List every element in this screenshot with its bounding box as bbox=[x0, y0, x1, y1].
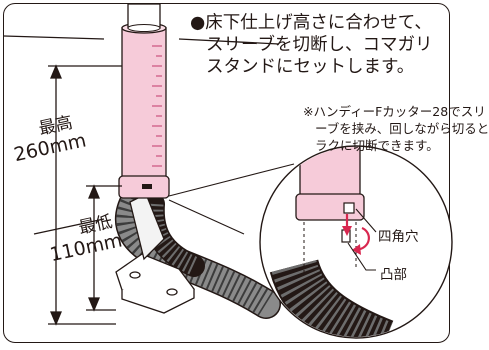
note-line-1: ハンディーFカッター28でスリ bbox=[313, 104, 486, 119]
detail-circle bbox=[259, 145, 453, 339]
koma-gari-stand bbox=[115, 193, 195, 314]
note-mark: ※ bbox=[303, 104, 314, 119]
floor-lines bbox=[3, 35, 280, 235]
note-text: ※ハンディーFカッター28でスリ ーブを挟み、回しながら切ると ラクに切断できま… bbox=[303, 103, 489, 154]
protrusion-label: 凸部 bbox=[380, 267, 407, 283]
square-hole-label: 四角穴 bbox=[378, 229, 419, 245]
leader-lines bbox=[168, 163, 295, 235]
instruction-text: ●床下仕上げ高さに合わせて、 スリーブを切断し、コマガリ スタンドにセットします… bbox=[190, 12, 432, 78]
instruction-line-1: 床下仕上げ高さに合わせて、 bbox=[205, 13, 432, 33]
illustration-frame: ●床下仕上げ高さに合わせて、 スリーブを切断し、コマガリ スタンドにセットします… bbox=[3, 3, 489, 343]
note-line-3: ラクに切断できます。 bbox=[315, 138, 439, 153]
dimension-arrows bbox=[48, 64, 122, 326]
instruction-line-2: スリーブを切断し、コマガリ bbox=[206, 35, 433, 55]
sleeve-tube bbox=[118, 3, 170, 199]
installation-diagram bbox=[3, 3, 453, 339]
bullet-mark: ● bbox=[190, 13, 206, 33]
note-line-2: ーブを挟み、回しながら切ると bbox=[315, 121, 489, 136]
instruction-line-3: スタンドにセットします。 bbox=[206, 57, 415, 77]
